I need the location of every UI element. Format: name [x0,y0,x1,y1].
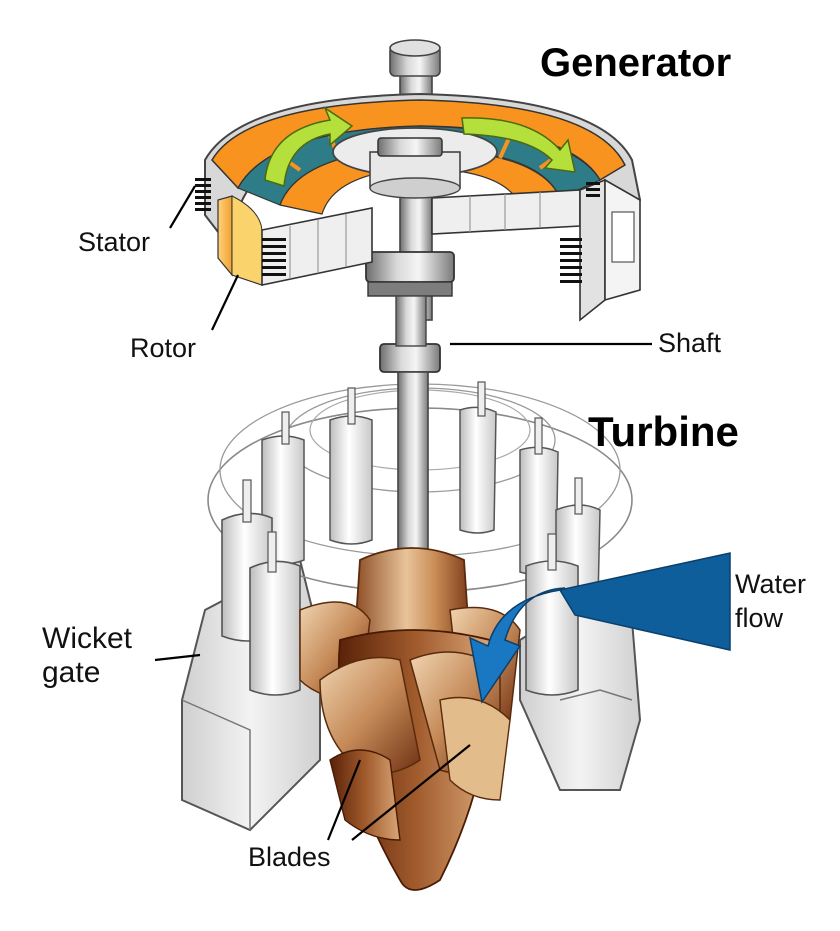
water-flow-label-line1: Water [735,569,806,599]
rotor-label: Rotor [130,333,196,363]
turbine-runner [299,547,521,891]
wicket-gate-label-line2: gate [42,656,100,689]
water-flow-label-line2: flow [735,603,784,633]
wicket-gate-label-line1: Wicket [42,622,133,655]
stator-label: Stator [78,227,150,257]
generator [195,92,642,322]
leader-lines [154,185,652,841]
water-flow-arrow [468,552,731,704]
wicket-gates [221,381,601,696]
blades-label: Blades [248,842,331,872]
turbine-title: Turbine [588,408,739,455]
generator-title: Generator [540,41,731,85]
shaft-label: Shaft [658,328,722,358]
